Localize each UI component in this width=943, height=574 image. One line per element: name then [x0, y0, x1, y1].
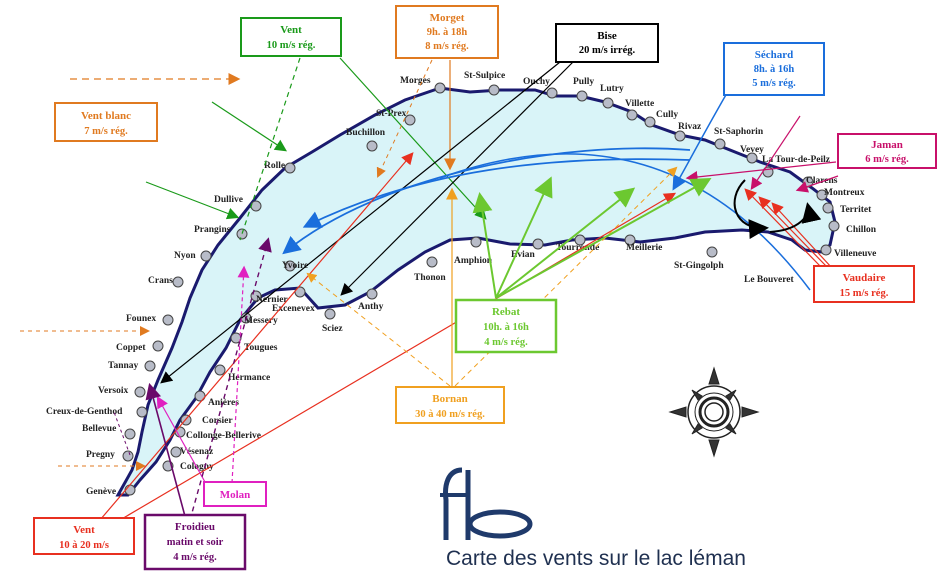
box-jaman [837, 133, 937, 169]
town-label: Anthy [358, 302, 384, 312]
town-label: Versoix [98, 386, 129, 396]
box-froidieu-title: Froidieu [175, 521, 215, 533]
town-label: Sciez [322, 324, 343, 334]
box-bise-title: Bise [597, 30, 617, 42]
box-bornan [395, 386, 505, 424]
box-bise-detail: 20 m/s irrég. [579, 45, 636, 56]
box-morget-title: Morget [430, 12, 465, 24]
box-rebat-title: Rebat [492, 306, 520, 318]
box-vent-detail: 10 m/s rég. [267, 40, 316, 51]
town-label: Bellevue [82, 424, 116, 434]
town-label: St-Gingolph [674, 261, 724, 271]
town-dots [122, 82, 840, 496]
lake-shape [115, 86, 837, 497]
box-morget-detail: 9h. à 18h [427, 27, 468, 38]
town-label: Yvoire [282, 261, 308, 271]
town-label: Buchillon [346, 128, 386, 138]
town-label: Lutry [600, 84, 624, 94]
town-label: Genève [86, 487, 116, 497]
fb-logo [440, 467, 533, 540]
town-label: Coppet [116, 343, 146, 353]
town-label: Messery [244, 316, 278, 326]
town-label: St-Sulpice [464, 71, 505, 81]
box-vaudaire-title: Vaudaire [843, 272, 886, 284]
box-rebat-detail: 10h. à 16h [483, 322, 529, 333]
town-label: Founex [126, 314, 156, 324]
box-vaudaire [813, 265, 915, 303]
town-label: Villette [625, 99, 654, 109]
town-label: Vevey [740, 145, 764, 155]
town-label: Le Bouveret [744, 275, 795, 285]
town-label: Tannay [108, 361, 139, 371]
town-label: Prangins [194, 225, 231, 235]
box-vent-south-title: Vent [73, 524, 95, 536]
town-label: Rolle [264, 161, 285, 171]
box-jaman-detail: 6 m/s rég. [865, 154, 909, 165]
box-sechard-title: Séchard [755, 49, 794, 61]
box-froidieu-detail2: 4 m/s rég. [173, 552, 217, 563]
town-label: St-Saphorin [714, 127, 764, 137]
box-rebat-detail2: 4 m/s rég. [484, 337, 528, 348]
town-label: Anières [208, 398, 239, 408]
town-label: Ouchy [523, 77, 550, 87]
town-label: Dullive [214, 195, 243, 205]
town-label: Thonon [414, 273, 446, 283]
town-label: Rivaz [678, 122, 702, 132]
box-sechard-detail: 8h. à 16h [754, 64, 795, 75]
box-vent-blanc-detail: 7 m/s rég. [84, 126, 128, 137]
town-label: Tourronde [556, 243, 599, 253]
box-vent-south-detail: 10 à 20 m/s [59, 540, 109, 551]
town-label: Nyon [174, 251, 196, 261]
town-label: Amphion [454, 256, 493, 266]
town-label: Excenevex [272, 304, 315, 314]
box-vent-blanc [54, 102, 158, 142]
town-label: Tougues [244, 343, 278, 353]
box-vent [240, 17, 342, 57]
box-morget [395, 5, 499, 59]
town-label: Meillerie [626, 243, 662, 253]
box-bornan-detail: 30 à 40 m/s rég. [415, 409, 485, 420]
info-boxes: Vent 10 m/s rég. Morget 9h. à 18h 8 m/s … [33, 5, 937, 571]
box-froidieu [143, 513, 247, 571]
town-label: Morges [400, 76, 431, 86]
town-label: Chillon [846, 225, 877, 235]
town-label: Pregny [86, 450, 115, 460]
box-rebat [454, 298, 558, 354]
box-vaudaire-detail: 15 m/s rég. [840, 288, 889, 299]
town-label: Vésenaz [180, 447, 214, 457]
town-label: Crans [148, 276, 173, 286]
town-label: Hermance [228, 373, 270, 383]
town-label: Nernier [256, 295, 288, 305]
box-vent-title: Vent [280, 24, 302, 36]
town-label: Evian [511, 250, 535, 260]
box-morget-detail2: 8 m/s rég. [425, 41, 469, 52]
town-label: Pully [573, 77, 594, 87]
box-molan-title: Molan [220, 489, 251, 501]
box-froidieu-detail: matin et soir [167, 537, 224, 548]
box-bise [555, 23, 659, 63]
box-bornan-title: Bornan [432, 393, 467, 405]
town-label: Creux-de-Genthod [46, 407, 123, 417]
compass-rose-icon [668, 366, 760, 458]
town-label: Montreux [824, 188, 865, 198]
town-label: Territet [840, 205, 872, 215]
box-jaman-title: Jaman [871, 139, 903, 151]
box-sechard-detail2: 5 m/s rég. [752, 78, 796, 89]
map-caption: Carte des vents sur le lac léman [446, 547, 746, 570]
town-label: Collonge-Bellerive [186, 431, 261, 441]
town-label: Cully [656, 110, 678, 120]
box-molan [203, 481, 267, 507]
wind-arrows [20, 57, 839, 521]
box-vent-blanc-title: Vent blanc [81, 110, 131, 122]
town-label: La Tour-de-Peilz [762, 155, 831, 165]
town-label: Villeneuve [834, 249, 876, 259]
town-label: Clarens [806, 176, 838, 186]
box-vent-south [33, 517, 135, 555]
box-sechard [723, 42, 825, 96]
